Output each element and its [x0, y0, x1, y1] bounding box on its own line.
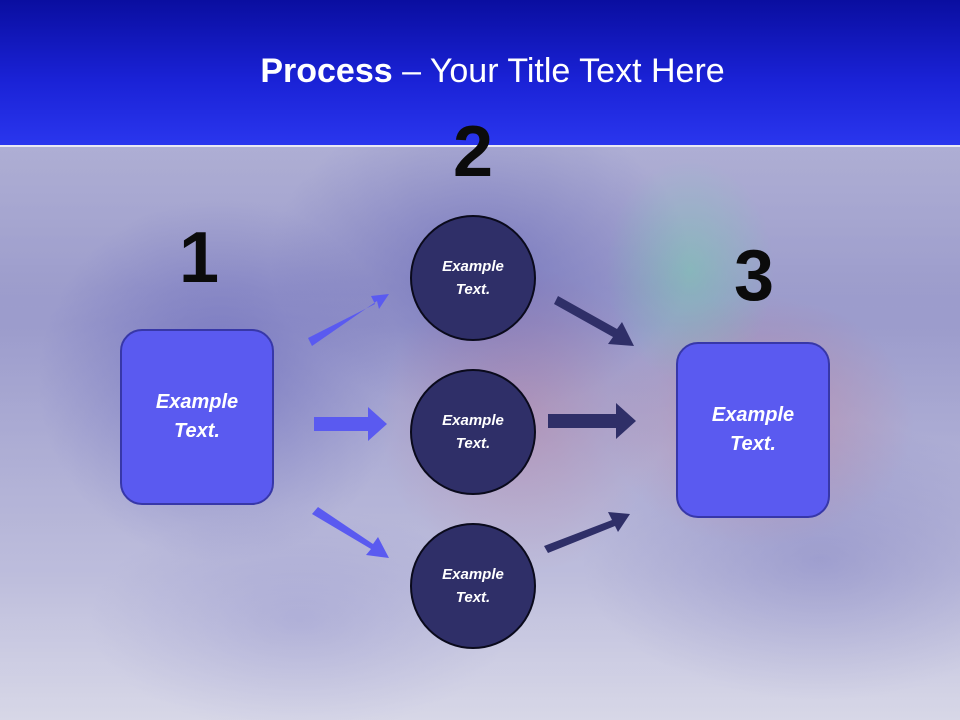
arrow-1-to-2c [312, 507, 389, 558]
step-1-box: Example Text. [120, 329, 274, 505]
step-2b-circle: Example Text. [410, 369, 536, 495]
step-2c-circle: Example Text. [410, 523, 536, 649]
title-rest: – Your Title Text Here [392, 52, 725, 90]
step-3-box: Example Text. [676, 342, 830, 518]
arrow-2b-to-3 [548, 403, 636, 439]
step-3-label: Example Text. [711, 404, 795, 455]
title-bar: Process – Your Title Text Here [0, 0, 960, 147]
step-1-label: Example Text. [155, 391, 239, 442]
title-bold: Process [260, 52, 393, 90]
step-2c-label: Example Text. [442, 566, 504, 606]
arrow-2c-to-3 [544, 512, 630, 553]
arrow-1-to-2b [314, 407, 387, 441]
arrow-group-right [544, 296, 636, 553]
step-2b-label: Example Text. [442, 412, 504, 452]
page-title: Process – Your Title Text Here [0, 52, 960, 91]
step-2-number: 2 [452, 112, 494, 192]
step-1-number: 1 [178, 218, 220, 298]
step-2a-circle: Example Text. [410, 215, 536, 341]
arrow-group-left [308, 294, 389, 558]
arrow-1-to-2a [308, 294, 389, 346]
step-3-number: 3 [733, 236, 775, 316]
step-2a-label: Example Text. [442, 258, 504, 298]
arrow-2a-to-3 [554, 296, 634, 346]
